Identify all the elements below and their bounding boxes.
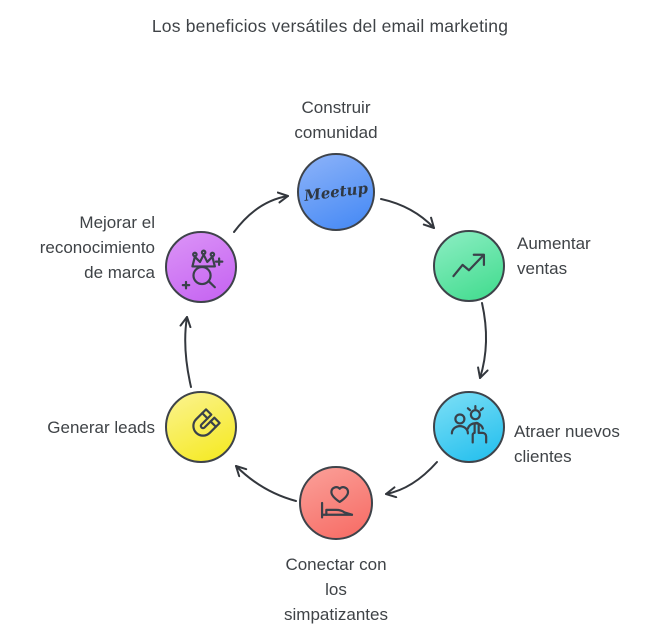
node-mejorar-reconocimiento bbox=[165, 231, 237, 303]
node-conectar-simpatizantes bbox=[299, 466, 373, 540]
label-generar-leads: Generar leads bbox=[47, 418, 155, 437]
arrow-mejorar-to-construir bbox=[233, 191, 289, 233]
label-mejorar-reconocimiento: Mejorar el reconocimiento de marca bbox=[39, 213, 155, 282]
label-construir-comunidad: Construir comunidad bbox=[294, 98, 378, 142]
page-title: Los beneficios versátiles del email mark… bbox=[151, 16, 509, 36]
meetup-logo: Meetup bbox=[303, 179, 369, 205]
node-aumentar-ventas bbox=[433, 230, 505, 302]
label-conectar-simpatizantes: Conectar con los simpatizantes bbox=[284, 555, 388, 624]
node-generar-leads bbox=[165, 391, 237, 463]
arrow-generar-to-mejorar bbox=[179, 316, 192, 388]
arrow-conectar-to-generar bbox=[235, 465, 297, 502]
trend-up-icon bbox=[446, 243, 493, 290]
node-construir-comunidad: Meetup bbox=[297, 153, 375, 231]
node-atraer-nuevos-clientes bbox=[433, 391, 505, 463]
arrow-construir-to-aumentar bbox=[380, 198, 435, 229]
label-aumentar-ventas: Aumentar ventas bbox=[517, 234, 591, 278]
label-atraer-nuevos-clientes: Atraer nuevos clientes bbox=[514, 422, 620, 466]
heart-bed-icon bbox=[313, 480, 360, 527]
magnet-icon bbox=[178, 404, 225, 451]
arrow-atraer-to-conectar bbox=[385, 461, 438, 499]
new-customers-icon bbox=[446, 404, 493, 451]
arrow-aumentar-to-atraer bbox=[477, 302, 489, 379]
crown-search-icon bbox=[178, 244, 225, 291]
